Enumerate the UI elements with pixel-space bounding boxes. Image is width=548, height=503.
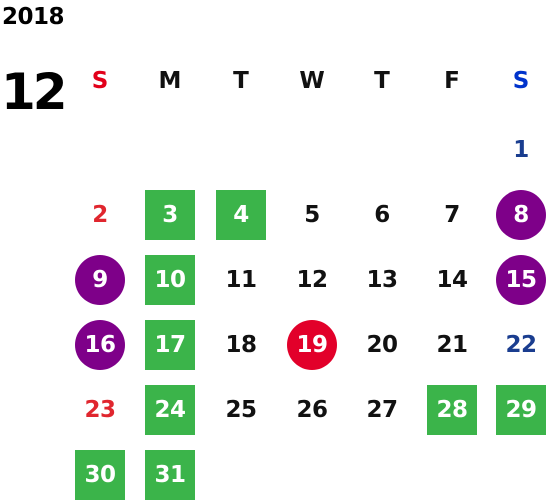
day-cell[interactable]: 3 — [145, 190, 195, 240]
day-cell[interactable]: 13 — [366, 267, 398, 293]
day-cell[interactable]: 21 — [436, 332, 468, 358]
day-cell[interactable]: 30 — [75, 450, 125, 500]
weekday-wed: W — [299, 68, 325, 94]
day-cell[interactable]: 15 — [496, 255, 546, 305]
day-cell[interactable]: 8 — [496, 190, 546, 240]
day-cell[interactable]: 31 — [145, 450, 195, 500]
day-cell[interactable]: 23 — [84, 397, 116, 423]
day-cell[interactable]: 28 — [427, 385, 477, 435]
day-cell[interactable]: 24 — [145, 385, 195, 435]
day-cell[interactable]: 25 — [225, 397, 257, 423]
day-cell[interactable]: 7 — [444, 202, 460, 228]
day-cell[interactable]: 22 — [505, 332, 537, 358]
day-cell[interactable]: 20 — [366, 332, 398, 358]
weekday-sun: S — [91, 68, 109, 94]
day-cell[interactable]: 2 — [92, 202, 108, 228]
weekday-tue: T — [233, 68, 249, 94]
day-cell[interactable]: 29 — [496, 385, 546, 435]
day-cell[interactable]: 12 — [296, 267, 328, 293]
day-cell[interactable]: 14 — [436, 267, 468, 293]
day-cell[interactable]: 4 — [216, 190, 266, 240]
month-label: 12 — [1, 63, 68, 121]
day-cell[interactable]: 1 — [513, 137, 529, 163]
weekday-fri: F — [444, 68, 460, 94]
day-cell[interactable]: 17 — [145, 320, 195, 370]
day-cell[interactable]: 5 — [304, 202, 320, 228]
day-cell[interactable]: 27 — [366, 397, 398, 423]
day-cell[interactable]: 26 — [296, 397, 328, 423]
day-cell[interactable]: 6 — [374, 202, 390, 228]
day-cell[interactable]: 19 — [287, 320, 337, 370]
day-cell[interactable]: 9 — [75, 255, 125, 305]
day-cell[interactable]: 16 — [75, 320, 125, 370]
day-cell[interactable]: 11 — [225, 267, 257, 293]
weekday-sat: S — [512, 68, 530, 94]
weekday-thu: T — [374, 68, 390, 94]
year-label: 2018 — [2, 4, 65, 30]
weekday-mon: M — [158, 68, 182, 94]
day-cell[interactable]: 18 — [225, 332, 257, 358]
day-cell[interactable]: 10 — [145, 255, 195, 305]
